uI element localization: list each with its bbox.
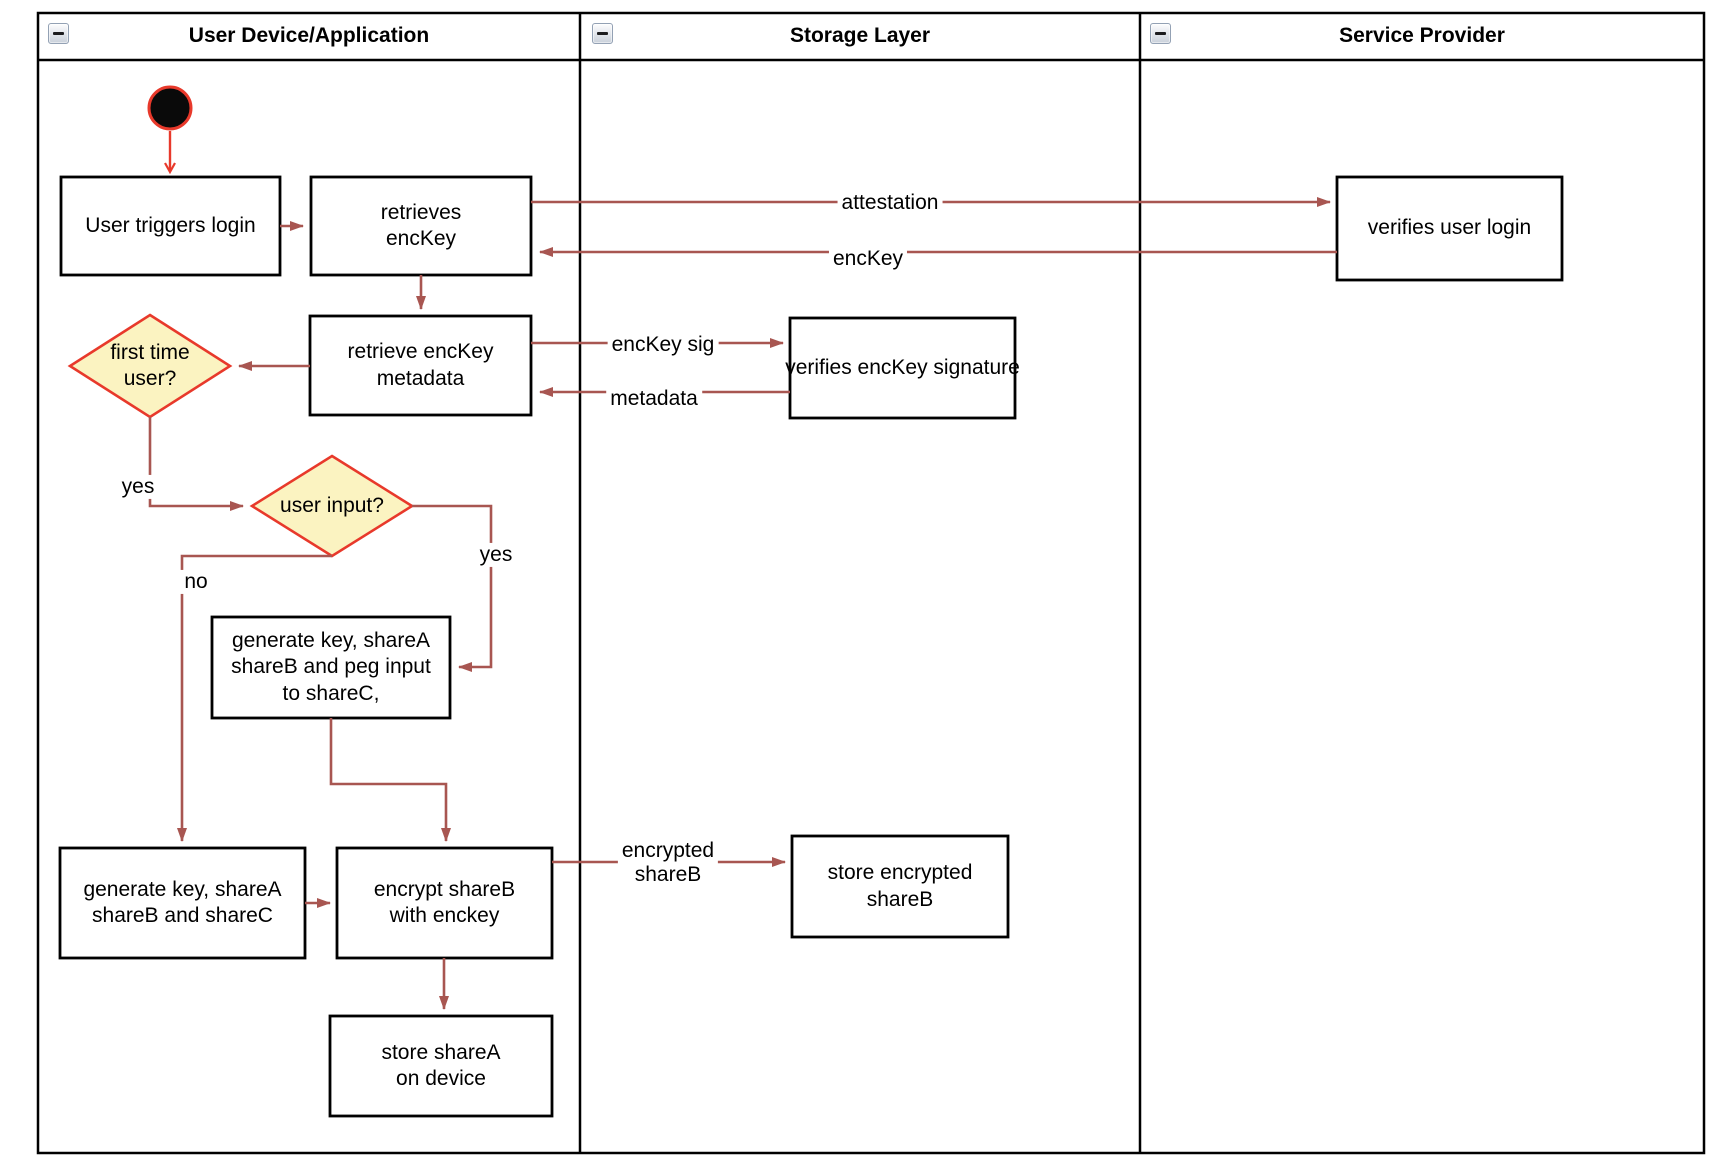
edge-yes-to-user-input — [148, 417, 244, 511]
decision-label: first time user? — [110, 340, 190, 390]
node-verifies-enckey-signature[interactable] — [788, 316, 1017, 420]
minus-icon — [53, 32, 64, 35]
edge-label-yes: yes — [475, 542, 517, 568]
node-generate-key-sharec[interactable] — [58, 846, 307, 960]
node-retrieve-enckey-metadata[interactable] — [308, 314, 533, 417]
edge-label-enckey: encKey — [828, 246, 908, 272]
node-label: generate key, shareA shareB and shareC — [83, 877, 282, 927]
node-label: retrieve encKey metadata — [347, 340, 494, 390]
node-label: verifies user login — [1367, 216, 1532, 240]
node-label: store shareA on device — [381, 1040, 501, 1090]
node-label: encrypt shareB with enckey — [373, 877, 516, 927]
decision-label: user input? — [280, 493, 384, 517]
node-retrieves-enckey[interactable] — [309, 175, 533, 277]
edge-label-metadata: metadata — [606, 386, 702, 412]
edge-label-yes: yes — [117, 474, 159, 500]
pool-frame — [36, 11, 1706, 1155]
start-node[interactable] — [147, 85, 193, 131]
lane-title-user-device[interactable]: User Device/Application — [188, 24, 430, 48]
node-label: User triggers login — [85, 213, 256, 237]
lane-title-service-provider[interactable]: Service Provider — [1339, 24, 1505, 48]
node-store-encrypted-shareb[interactable] — [790, 834, 1010, 939]
node-user-triggers-login[interactable] — [59, 175, 282, 277]
edge-yes-to-generate-peg — [412, 504, 493, 672]
node-label: retrieves encKey — [380, 200, 462, 250]
minus-icon — [597, 32, 608, 35]
node-label: verifies encKey signature — [785, 355, 1020, 379]
node-label: generate key, shareA shareB and peg inpu… — [231, 629, 431, 705]
collapse-icon[interactable] — [1150, 23, 1171, 44]
collapse-icon[interactable] — [592, 23, 613, 44]
edge-label-attestation: attestation — [837, 190, 943, 216]
lane-title-storage-layer[interactable]: Storage Layer — [789, 24, 931, 48]
collapse-icon[interactable] — [48, 23, 69, 44]
node-verifies-user-login[interactable] — [1335, 175, 1564, 282]
node-label: store encrypted shareB — [827, 861, 973, 911]
edge-peg-to-encrypt — [329, 718, 451, 842]
edge-label-no: no — [180, 569, 212, 595]
node-store-sharea[interactable] — [328, 1014, 554, 1118]
minus-icon — [1155, 32, 1166, 35]
edge-label-enckey-sig: encKey sig — [607, 332, 719, 358]
edge-no-to-generate — [177, 554, 332, 842]
edge-label-encrypted-shareb: encrypted shareB — [617, 838, 719, 888]
